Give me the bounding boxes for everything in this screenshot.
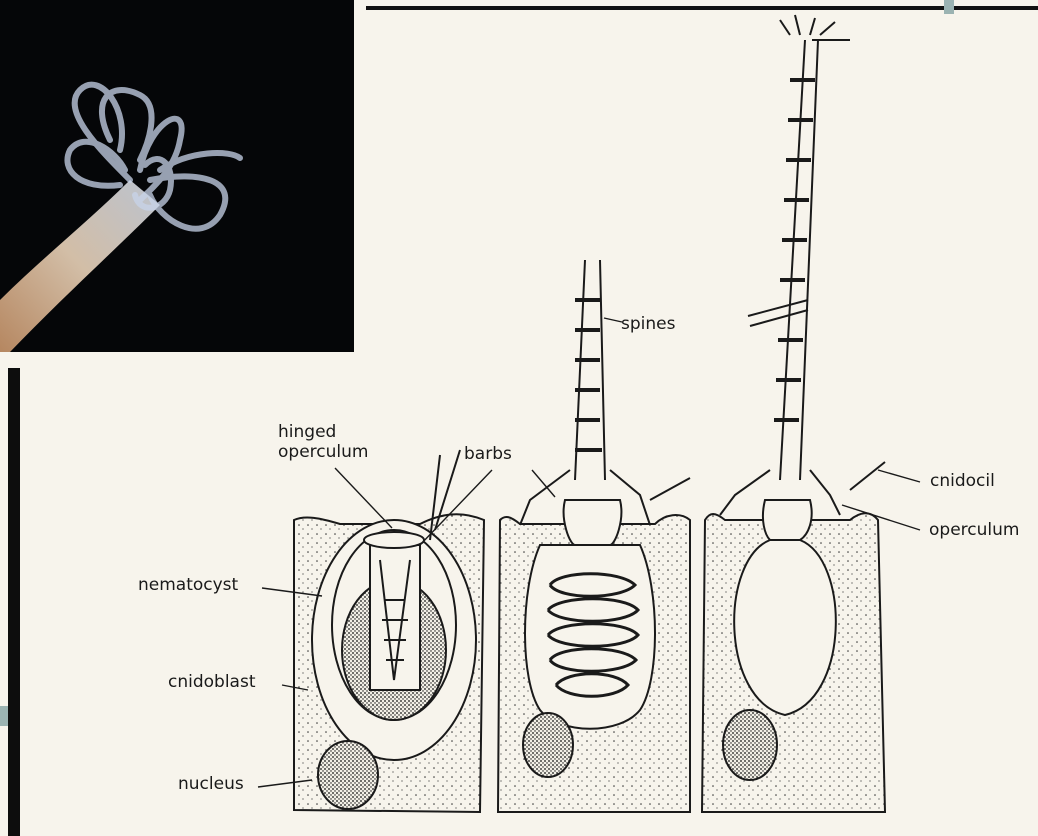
label-barbs: barbs [464,445,512,465]
label-cnidoblast: cnidoblast [168,673,256,693]
label-spines: spines [621,315,675,335]
label-operculum: operculum [929,521,1019,541]
cell-middle [498,260,690,812]
cell-left [294,450,484,812]
cell-right [702,15,885,812]
label-nucleus: nucleus [178,775,244,795]
label-nematocyst: nematocyst [138,576,238,596]
label-hinged-operculum: hinged operculum [278,423,368,462]
label-cnidocil: cnidocil [930,472,995,492]
